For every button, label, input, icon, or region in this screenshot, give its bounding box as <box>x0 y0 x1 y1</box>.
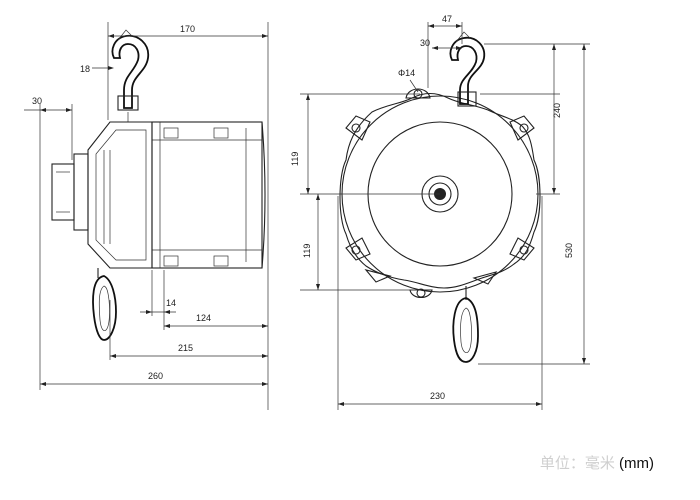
dim-260: 260 <box>148 371 163 381</box>
dim-124: 124 <box>196 313 211 323</box>
dim-30-front: 30 <box>420 38 430 48</box>
side-view: 170 18 30 14 124 215 260 <box>24 22 269 410</box>
dim-18: 18 <box>80 64 90 74</box>
unit-note: 单位：毫米 (mm) <box>540 452 654 473</box>
dim-530: 530 <box>564 243 574 258</box>
dim-215: 215 <box>178 343 193 353</box>
dim-240: 240 <box>552 103 562 118</box>
front-view: 47 30 Φ14 119 119 240 530 230 <box>290 14 590 410</box>
dim-phi14: Φ14 <box>398 68 415 78</box>
dim-47: 47 <box>442 14 452 24</box>
unit-note-chinese: 单位：毫米 <box>539 455 615 472</box>
dim-119-upper: 119 <box>290 152 300 166</box>
dim-119-lower: 119 <box>302 244 312 258</box>
unit-note-english: (mm) <box>619 455 654 472</box>
front-top-hook <box>449 36 486 105</box>
front-lugs <box>345 88 535 299</box>
dim-170: 170 <box>180 24 195 34</box>
side-top-hook <box>111 34 150 109</box>
dim-230: 230 <box>430 391 445 401</box>
side-bottom-hook <box>92 275 117 341</box>
side-adjuster <box>51 163 75 221</box>
side-hook-swivel <box>117 95 139 111</box>
side-drum-housing <box>151 121 263 269</box>
dim-14: 14 <box>166 298 176 308</box>
dim-30-side: 30 <box>32 96 42 106</box>
side-spring-casing <box>87 121 153 269</box>
front-bottom-hook <box>452 297 479 363</box>
